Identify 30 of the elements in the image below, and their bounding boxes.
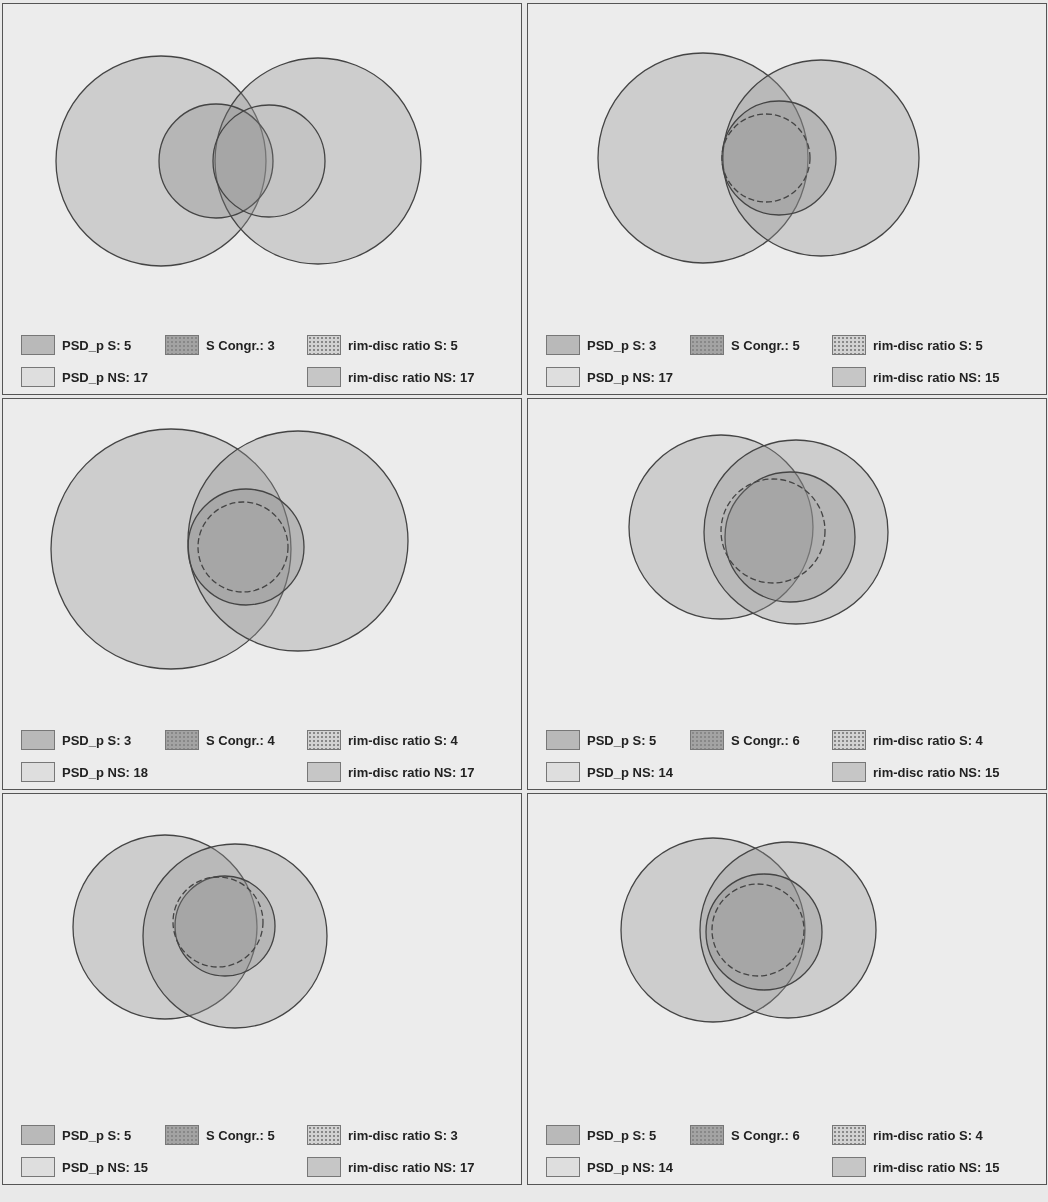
legend-label: S Congr.: 5 <box>731 337 800 353</box>
legend-label: rim-disc ratio NS: 17 <box>348 764 475 780</box>
legend-label: rim-disc ratio S: 5 <box>348 337 458 353</box>
legend-label: rim-disc ratio NS: 17 <box>348 1159 475 1175</box>
legend-label: rim-disc ratio S: 3 <box>348 1127 458 1143</box>
legend-label: S Congr.: 5 <box>206 1127 275 1143</box>
legend-label: PSD_p NS: 15 <box>62 1159 148 1175</box>
legend-label: rim-disc ratio NS: 15 <box>873 1159 1000 1175</box>
legend-label: rim-disc ratio S: 4 <box>873 1127 983 1143</box>
legend-label: PSD_p S: 5 <box>587 1127 657 1143</box>
legend-label: PSD_p NS: 17 <box>62 369 148 385</box>
legend-label: S Congr.: 6 <box>731 1127 800 1143</box>
legend-label: rim-disc ratio NS: 15 <box>873 369 1000 385</box>
legend-label: PSD_p S: 3 <box>62 732 132 748</box>
legend-label: PSD_p NS: 14 <box>587 764 673 780</box>
legend-label: rim-disc ratio S: 5 <box>873 337 983 353</box>
legend-label: rim-disc ratio NS: 15 <box>873 764 1000 780</box>
legend-label: rim-disc ratio S: 4 <box>873 732 983 748</box>
legend-label: rim-disc ratio NS: 17 <box>348 369 475 385</box>
legend-label: PSD_p S: 5 <box>62 337 132 353</box>
legend-label: PSD_p S: 3 <box>587 337 657 353</box>
legend-label: S Congr.: 6 <box>731 732 800 748</box>
legend-label: PSD_p NS: 17 <box>587 369 673 385</box>
legend-label: PSD_p S: 5 <box>62 1127 132 1143</box>
legend-label: PSD_p NS: 14 <box>587 1159 673 1175</box>
legend-label: PSD_p NS: 18 <box>62 764 148 780</box>
legend-label: S Congr.: 3 <box>206 337 275 353</box>
legend-label: rim-disc ratio S: 4 <box>348 732 458 748</box>
legend-label: S Congr.: 4 <box>206 732 275 748</box>
legend-label: PSD_p S: 5 <box>587 732 657 748</box>
